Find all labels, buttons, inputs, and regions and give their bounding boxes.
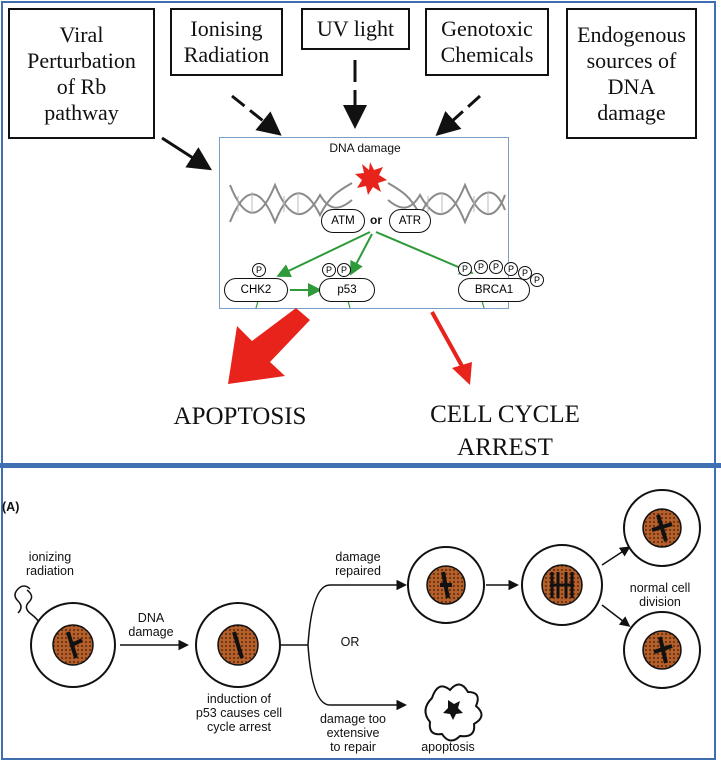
phospho-p53-1: P [322, 263, 336, 277]
outcome-apoptosis: APOPTOSIS [173, 403, 307, 430]
phospho-brca1-1: P [458, 262, 472, 276]
atm-protein: ATM [321, 209, 365, 233]
label-or: OR [340, 635, 360, 649]
source-endogenous: Endogenous sources of DNA damage [566, 8, 697, 139]
arrow-genotoxic [435, 94, 482, 137]
label-normal-division: normal cell division [629, 581, 691, 609]
label-induction-p53: induction of p53 causes cell cycle arres… [195, 692, 283, 734]
label-apoptosis: apoptosis [421, 740, 475, 754]
cell-arrested [195, 602, 281, 688]
source-viral: Viral Perturbation of Rb pathway [8, 8, 155, 139]
label-damage-repaired: damage repaired [335, 550, 381, 578]
kinase-arrows [276, 231, 474, 297]
phospho-brca1-2: P [474, 260, 488, 274]
phospho-brca1-4: P [504, 262, 518, 276]
atm-atr-or: or [370, 213, 382, 227]
phospho-brca1-6: P [530, 273, 544, 287]
phospho-brca1-5: P [518, 266, 532, 280]
dna-helix [229, 182, 506, 225]
outcome-arrows [228, 308, 472, 385]
cell-daughter-top [623, 489, 701, 567]
source-genotoxic: Genotoxic Chemicals [425, 8, 549, 76]
phospho-chk2: P [252, 263, 266, 277]
outcome-cell-cycle-arrest: CELL CYCLE ARREST [430, 401, 580, 461]
label-damage-too-extensive: damage too extensive to repair [319, 712, 387, 754]
cell-irradiated [30, 602, 116, 688]
dna-damage-title: DNA damage [329, 141, 401, 155]
source-ionising: Ionising Radiation [170, 8, 283, 76]
label-dna-damage: DNA damage [128, 611, 174, 639]
arrow-viral [161, 136, 213, 171]
arrow-ionising [231, 94, 282, 136]
damage-star-icon [355, 162, 387, 195]
atr-protein: ATR [389, 209, 431, 233]
source-uv: UV light [301, 8, 410, 50]
panel-label: (A) [2, 500, 20, 514]
cell-repaired [407, 546, 485, 624]
small-ticks [255, 300, 485, 309]
label-ionizing-radiation: ionizing radiation [26, 550, 74, 578]
source-arrows [161, 60, 482, 171]
phospho-p53-2: P [337, 263, 351, 277]
cell-apoptotic [424, 683, 483, 742]
cell-dividing [521, 544, 603, 626]
arrow-to-apoptosis [228, 308, 310, 384]
p53-protein: p53 [319, 278, 375, 302]
brca1-protein: BRCA1 [458, 278, 530, 302]
phospho-brca1-3: P [489, 260, 503, 274]
cell-daughter-bottom [623, 611, 701, 689]
chk2-protein: CHK2 [224, 278, 288, 302]
panel-divider [0, 463, 721, 468]
